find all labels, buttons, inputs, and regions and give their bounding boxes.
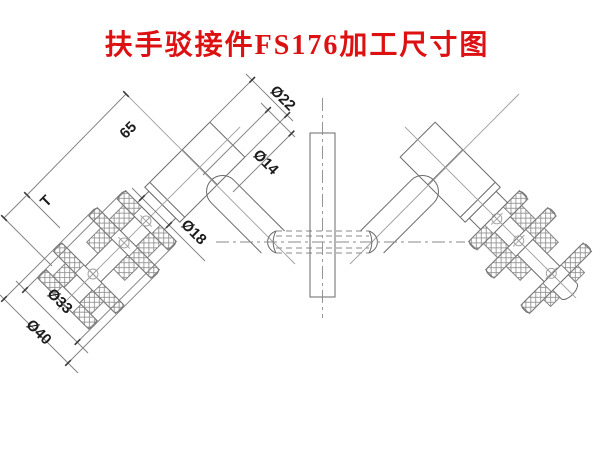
left-clamp-assembly [37,121,246,330]
dimension-dia18-label: Ø18 [178,216,210,248]
dimension-dia33-label: Ø33 [44,285,76,317]
left-screw-marks [87,215,152,280]
dimension-dia40: Ø40 [0,210,157,374]
left-arm-axis [125,93,296,265]
dimension-dia40-label: Ø40 [23,316,55,348]
page-title: 扶手驳接件FS176加工尺寸图 [105,29,490,61]
dimension-65: 65 [23,90,140,229]
right-gasket-sleeves [482,204,586,308]
right-screw-marks [490,212,558,280]
dimension-dia22-label: Ø22 [267,82,299,114]
right-arm-axis [349,93,520,265]
dimension-T: T [0,192,56,267]
dimension-dia14-label: Ø14 [250,146,283,179]
right-clamp-assembly [399,121,593,315]
dimension-65-label: 65 [116,118,140,142]
